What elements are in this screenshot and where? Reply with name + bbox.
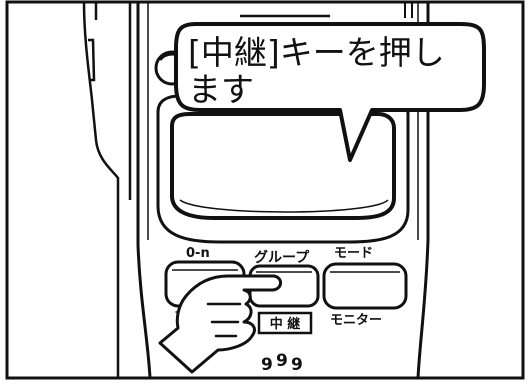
speech-bubble: [中継]キーを押し ます — [174, 22, 486, 162]
key-label-monitor: モニター — [330, 313, 382, 328]
bottom-digit-2: 9 — [276, 351, 288, 371]
lcd-display — [156, 94, 410, 244]
relay-key-label: 中 継 — [270, 316, 301, 332]
pointing-hand-icon — [158, 274, 282, 374]
device-side-edge — [82, 2, 132, 378]
callout-line-1: [中継]キーを押し — [188, 33, 445, 72]
bottom-digit-3: 9 — [291, 355, 303, 375]
key-label-group: グループ — [254, 249, 310, 266]
key-mode-button[interactable] — [322, 262, 408, 310]
key-label-mode: モード — [334, 246, 373, 261]
key-label-zero: 0-n — [186, 246, 210, 261]
radio-body — [136, 3, 430, 379]
callout-line-2: ます — [188, 70, 254, 109]
relay-key-badge: 中 継 — [257, 311, 313, 335]
bottom-digit-1: 9 — [261, 355, 273, 375]
